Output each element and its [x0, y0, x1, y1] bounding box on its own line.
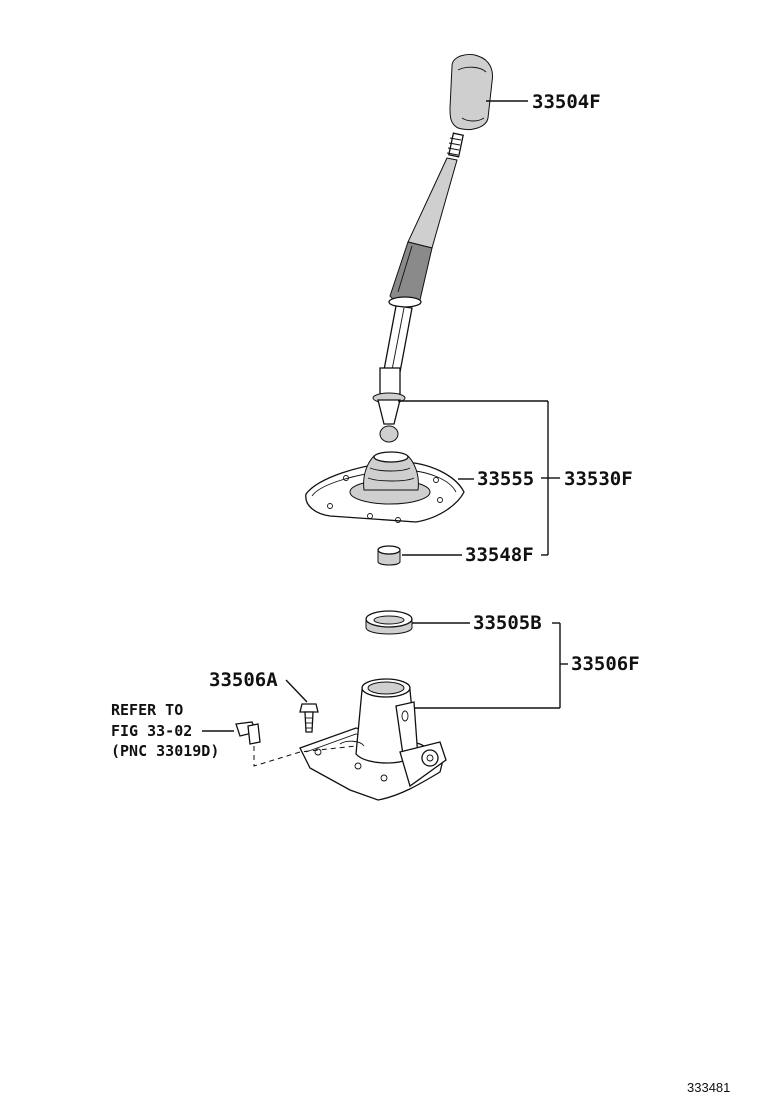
label-33506A: 33506A [209, 669, 278, 691]
refer-note-line3: (PNC 33019D) [111, 742, 219, 760]
figure-id: 333481 [687, 1080, 730, 1095]
label-33504F: 33504F [532, 91, 601, 113]
seat[interactable] [365, 610, 413, 635]
label-33530F: 33530F [564, 468, 633, 490]
refer-note-line1: REFER TO [111, 701, 183, 719]
shift-knob[interactable] [449, 53, 493, 131]
bolt[interactable] [299, 703, 319, 733]
shift-housing[interactable] [299, 678, 447, 801]
label-33548F: 33548F [465, 544, 534, 566]
lever-thread [446, 132, 464, 158]
label-33555: 33555 [477, 468, 534, 490]
refer-note-line2: FIG 33-02 [111, 722, 192, 740]
label-33505B: 33505B [473, 612, 542, 634]
bushing[interactable] [377, 545, 401, 566]
reference-fitting [235, 721, 261, 745]
label-33506F: 33506F [571, 653, 640, 675]
boot-plate[interactable] [305, 451, 465, 523]
leader-lines [202, 100, 568, 732]
shift-lever [372, 157, 458, 443]
